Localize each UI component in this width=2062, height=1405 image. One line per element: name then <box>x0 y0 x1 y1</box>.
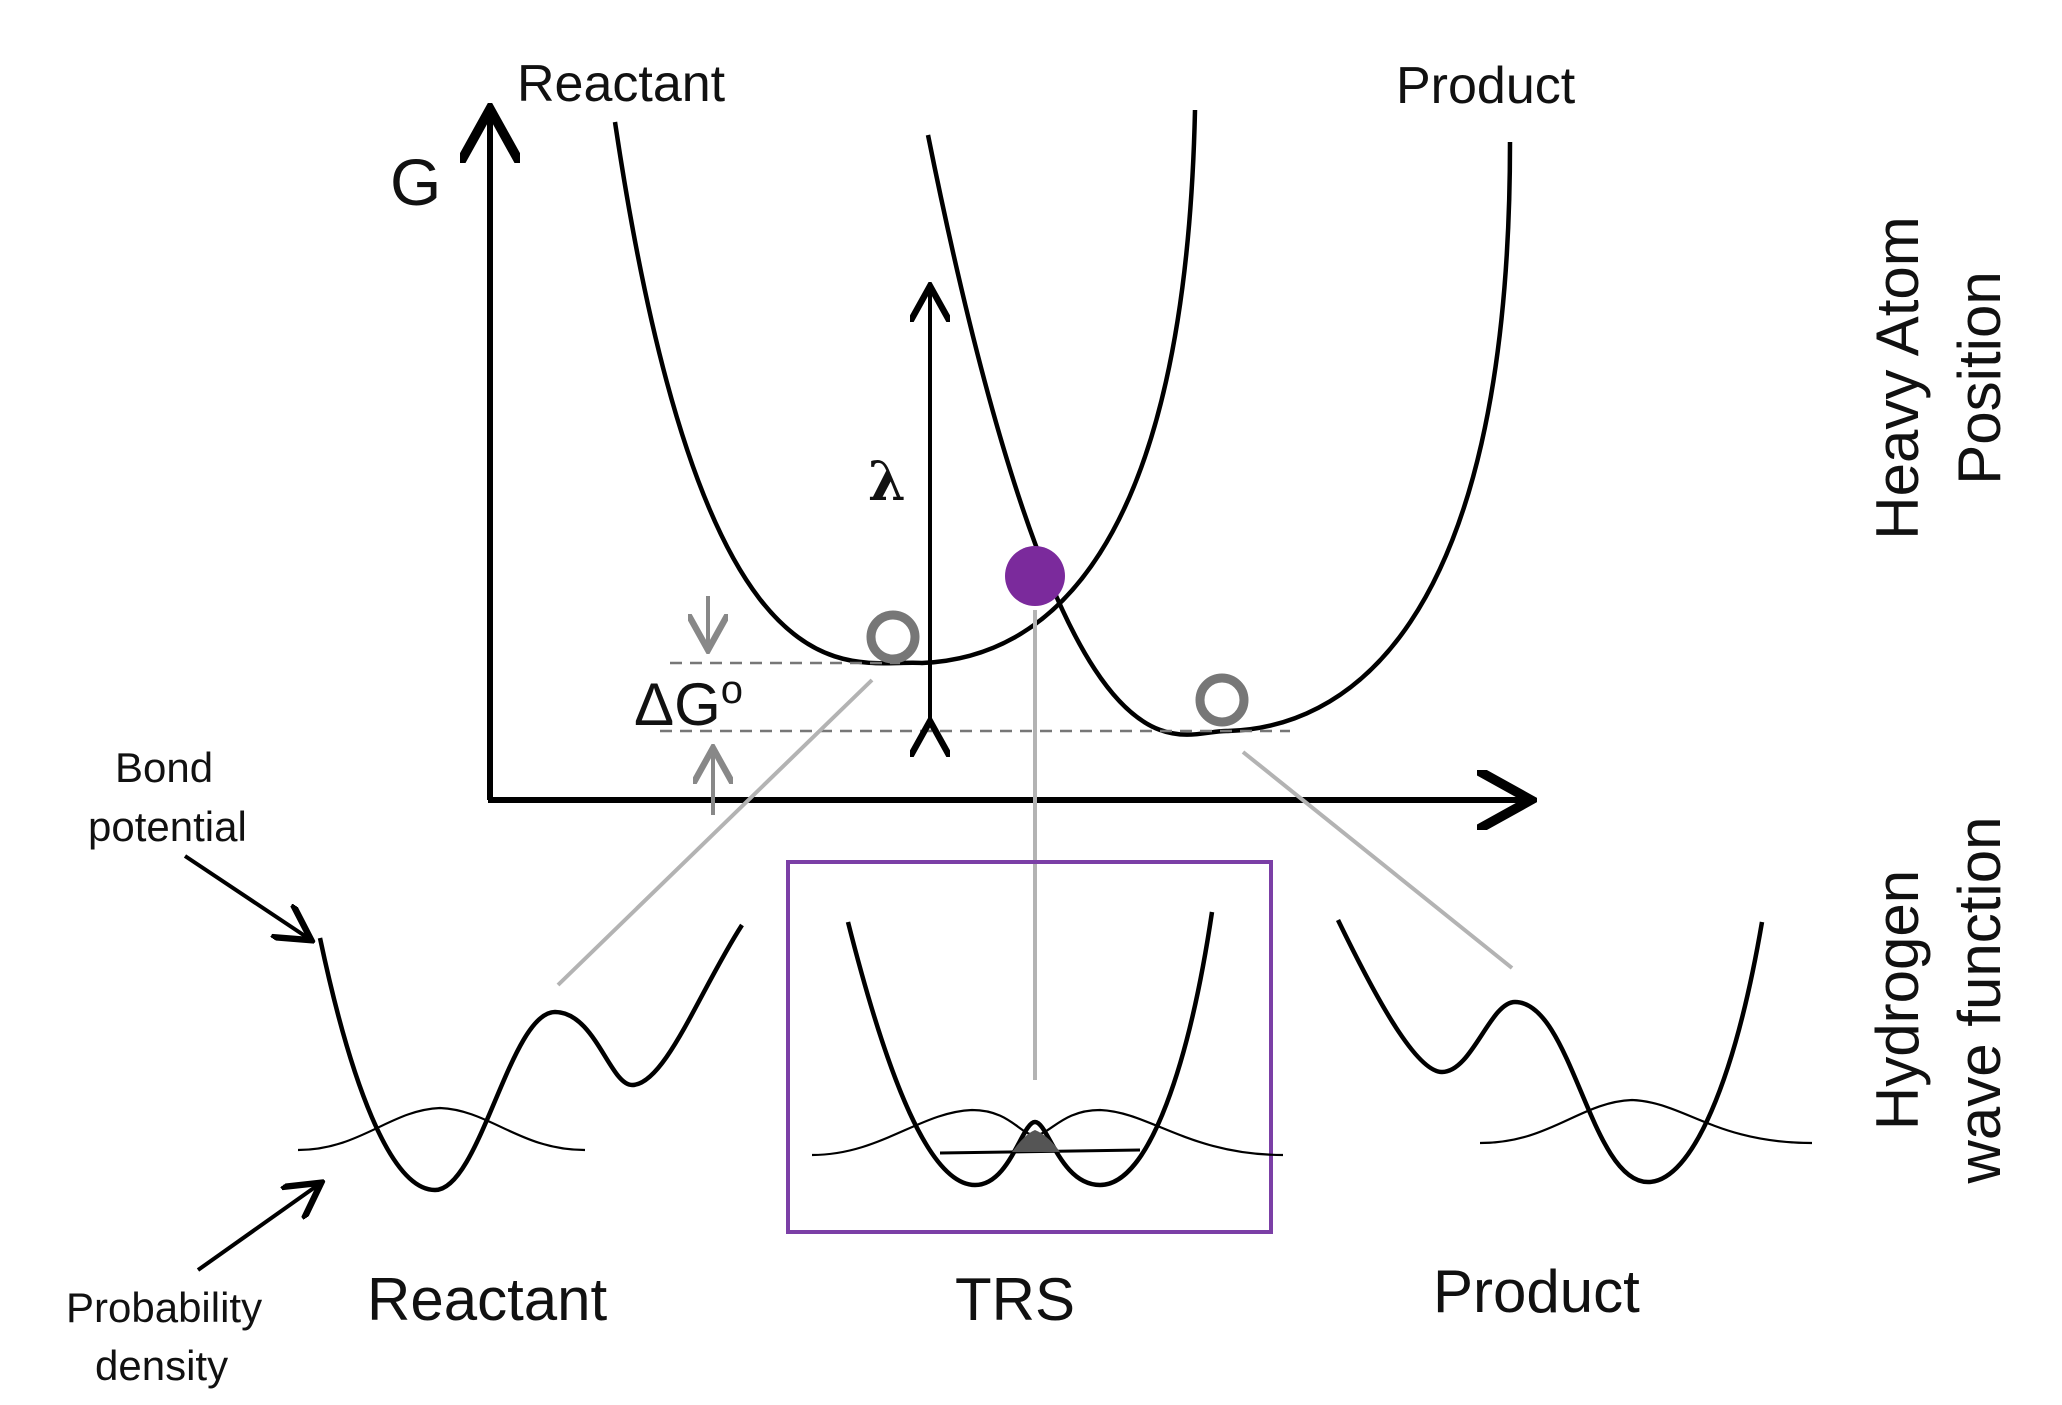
trs-hydrogen-panel <box>786 860 1284 1234</box>
heavy-atom-label-line2: Position <box>1946 271 2013 484</box>
connector-lines <box>556 610 1514 1080</box>
bond-potential-label-line2: potential <box>88 803 247 850</box>
hydrogen-label-line2: wave function <box>1946 817 2013 1185</box>
trs-bottom-label: TRS <box>955 1266 1075 1333</box>
reactant-bond-potential <box>317 923 744 1193</box>
product-bottom-label: Product <box>1433 1258 1640 1325</box>
product-state-marker <box>1195 673 1249 727</box>
delta-g-superscript: o <box>721 668 743 712</box>
reactant-probability-density <box>297 1106 586 1152</box>
reactant-parabola <box>612 109 1198 666</box>
bond-potential-label-line1: Bond <box>115 744 213 791</box>
product-connector <box>1241 750 1514 970</box>
reactant-hydrogen-panel <box>297 923 744 1193</box>
g-axis-label: G <box>390 145 441 219</box>
bond-potential-pointer <box>183 854 308 938</box>
product-hydrogen-panel <box>1335 919 1813 1185</box>
reactant-state-marker <box>866 610 920 664</box>
reactant-bottom-label: Reactant <box>367 1266 607 1333</box>
product-probability-density <box>1479 1098 1813 1145</box>
heavy-atom-label-line1: Heavy Atom <box>1864 216 1931 539</box>
tunneling-overlap <box>1012 1130 1060 1152</box>
probability-density-label-line1: Probability <box>66 1284 262 1331</box>
probability-density-label-line2: density <box>95 1342 228 1389</box>
hydrogen-label-line1: Hydrogen <box>1864 870 1931 1130</box>
transition-state-marker <box>1005 546 1065 606</box>
trs-bond-potential <box>845 911 1215 1188</box>
delta-g-label: ΔGo <box>634 668 743 738</box>
product-bond-potential <box>1335 919 1765 1185</box>
trs-box <box>786 860 1273 1234</box>
reactant-connector <box>556 678 874 987</box>
probability-density-pointer <box>196 1185 318 1272</box>
delta-g-main: ΔG <box>634 671 721 738</box>
free-energy-panel <box>488 110 1525 815</box>
reactant-top-label: Reactant <box>517 55 726 113</box>
lambda-label: λ <box>868 449 906 513</box>
product-parabola <box>925 134 1513 737</box>
product-top-label: Product <box>1396 57 1576 115</box>
